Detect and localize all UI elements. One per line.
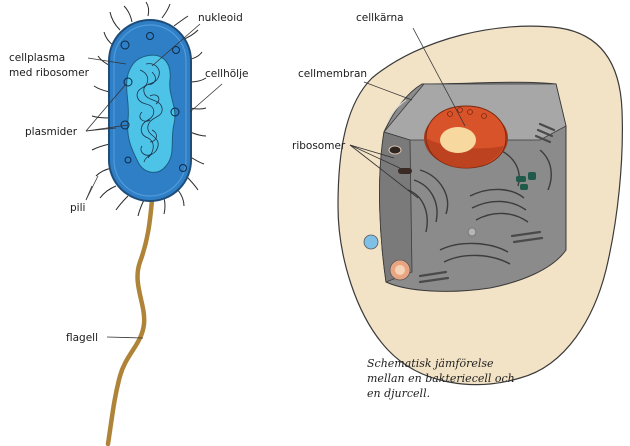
label-cell-wall: cellhölje (205, 68, 248, 80)
caption-line-3: en djurcell. (367, 386, 567, 401)
flagellum (108, 200, 152, 444)
animal-cell (338, 26, 622, 384)
label-flagellum: flagell (66, 332, 98, 344)
label-cell-membrane: cellmembran (298, 68, 367, 80)
vesicle (468, 228, 476, 236)
label-ribosomes: ribosomer (292, 140, 346, 152)
vesicle (364, 235, 378, 249)
caption: Schematisk jämförelse mellan en bakterie… (367, 356, 567, 401)
nucleus (424, 106, 508, 168)
label-cytoplasm-line1: cellplasma (9, 52, 65, 64)
bacterial-cell (92, 2, 206, 444)
label-cytoplasm-line2: med ribosomer (9, 67, 90, 79)
label-plasmids: plasmider (25, 126, 78, 138)
label-nucleoid: nukleoid (198, 12, 243, 24)
nucleolus (440, 127, 476, 153)
caption-line-2: mellan en bakteriecell och (367, 371, 567, 386)
label-nucleus: cellkärna (356, 12, 404, 24)
label-pili: pili (70, 202, 85, 214)
caption-line-1: Schematisk jämförelse (367, 356, 567, 371)
